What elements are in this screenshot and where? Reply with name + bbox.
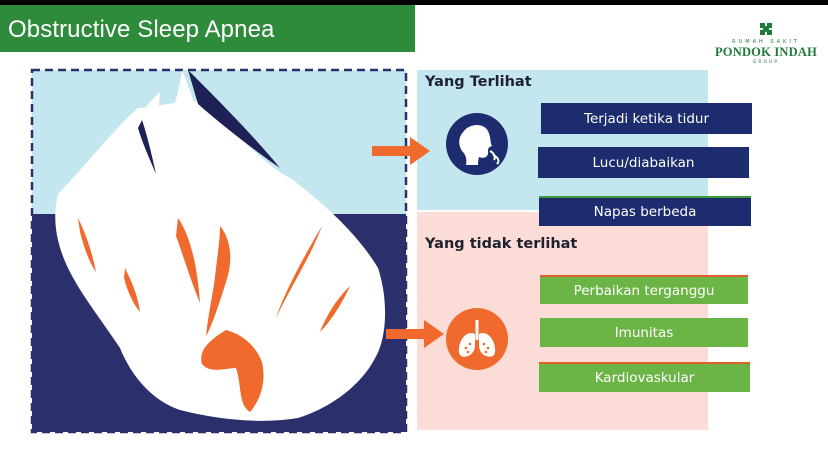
visible-item-1: Terjadi ketika tidur (541, 103, 752, 134)
orange-streak-5 (276, 226, 322, 318)
hidden-icon-circle (446, 308, 508, 370)
orange-streak-6 (320, 286, 350, 332)
slide-title: Obstructive Sleep Apnea (8, 16, 275, 43)
orange-streak-3 (176, 218, 200, 303)
hidden-item-1: Perbaikan terganggu (540, 275, 748, 304)
dashed-frame (30, 68, 408, 434)
hidden-item-3: Kardiovaskular (539, 362, 750, 392)
logo-group-text: GROUP (752, 60, 780, 65)
orange-streaks (78, 218, 350, 412)
center-spike (168, 70, 202, 130)
orange-streak-4 (206, 226, 231, 336)
logo-small-text: RUMAH SAKIT (732, 39, 800, 45)
top-edge-bar (0, 0, 828, 5)
person-breathing-icon (459, 125, 500, 165)
visible-item-2: Lucu/diabaikan (538, 147, 749, 178)
hospital-logo: RUMAH SAKIT PONDOK INDAH GROUP (712, 22, 820, 70)
orange-streak-7 (201, 330, 264, 412)
visible-item-3: Napas berbeda (539, 196, 751, 226)
hidden-section-heading: Yang tidak terlihat (425, 236, 578, 252)
left-spike (131, 92, 160, 168)
hidden-item-2: Imunitas (540, 318, 748, 347)
navy-spike-right (188, 70, 280, 168)
airway-illustration (30, 68, 408, 434)
visible-icon-circle (446, 113, 508, 175)
logo-main-text: PONDOK INDAH (714, 45, 818, 59)
orange-streak-1 (78, 218, 96, 272)
navy-spike-left (138, 120, 156, 174)
title-bar: Obstructive Sleep Apnea (0, 5, 415, 52)
orange-streak-2 (124, 268, 140, 312)
cross-logo-icon (760, 23, 772, 35)
lungs-icon (458, 320, 496, 357)
arrow-to-hidden-icon (386, 320, 444, 348)
visible-section-heading: Yang Terlihat (425, 74, 532, 90)
arrow-to-visible-icon (372, 137, 430, 165)
